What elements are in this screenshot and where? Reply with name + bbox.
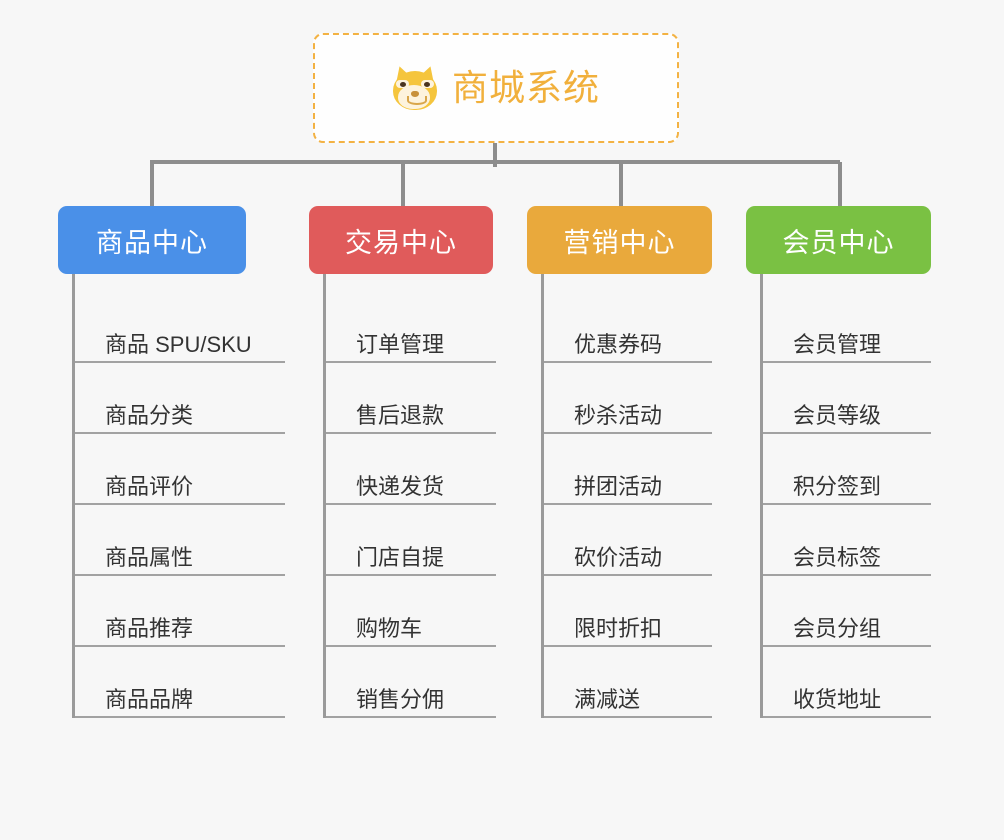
leaf-label: 商品评价 xyxy=(105,473,194,499)
leaf-label: 商品 SPU/SKU xyxy=(105,331,252,357)
leaf-item[interactable]: 销售分佣 xyxy=(326,647,496,718)
category-header-label: 商品中心 xyxy=(96,227,208,258)
leaf-label: 秒杀活动 xyxy=(574,402,663,428)
root-title: 商城系统 xyxy=(451,67,600,108)
leaf-label: 门店自提 xyxy=(356,544,445,570)
category-header-label: 会员中心 xyxy=(782,227,895,258)
category-header-0[interactable]: 商品中心 xyxy=(58,206,246,274)
category-header-3[interactable]: 会员中心 xyxy=(746,206,931,274)
leaf-item[interactable]: 拼团活动 xyxy=(544,434,712,505)
leaf-label: 商品品牌 xyxy=(105,686,194,712)
connector-horizontal-bus xyxy=(150,160,840,164)
connector-drop-2 xyxy=(619,162,623,206)
leaf-label: 满减送 xyxy=(574,686,641,712)
leaf-label: 商品属性 xyxy=(105,544,194,570)
category-header-2[interactable]: 营销中心 xyxy=(527,206,712,274)
leaf-item[interactable]: 秒杀活动 xyxy=(544,363,712,434)
leaf-item[interactable]: 优惠券码 xyxy=(544,292,712,363)
branch-column-0: 商品中心 商品 SPU/SKU 商品分类 商品评价 商品属性 商品推荐 商品品牌 xyxy=(58,206,285,718)
branch-column-3: 会员中心 会员管理 会员等级 积分签到 会员标签 会员分组 收货地址 xyxy=(746,206,931,718)
leaf-label: 商品推荐 xyxy=(105,615,194,641)
leaf-item[interactable]: 砍价活动 xyxy=(544,505,712,576)
category-header-label: 营销中心 xyxy=(563,227,676,258)
leaf-label: 售后退款 xyxy=(356,402,445,428)
leaf-label: 商品分类 xyxy=(105,402,194,428)
leaf-label: 积分签到 xyxy=(793,473,882,499)
connector-drop-3 xyxy=(838,162,842,206)
leaf-item[interactable]: 限时折扣 xyxy=(544,576,712,647)
leaf-list-3: 会员管理 会员等级 积分签到 会员标签 会员分组 收货地址 xyxy=(760,274,931,718)
category-header-label: 交易中心 xyxy=(345,227,457,258)
leaf-item[interactable]: 积分签到 xyxy=(763,434,931,505)
branch-column-1: 交易中心 订单管理 售后退款 快递发货 门店自提 购物车 销售分佣 xyxy=(309,206,496,718)
leaf-label: 会员分组 xyxy=(793,615,882,641)
leaf-label: 订单管理 xyxy=(356,331,445,357)
leaf-label: 销售分佣 xyxy=(356,686,445,712)
shiba-dog-icon xyxy=(390,63,440,110)
leaf-item[interactable]: 商品评价 xyxy=(75,434,285,505)
branch-column-2: 营销中心 优惠券码 秒杀活动 拼团活动 砍价活动 限时折扣 满减送 xyxy=(527,206,712,718)
leaf-item[interactable]: 收货地址 xyxy=(763,647,931,718)
leaf-item[interactable]: 门店自提 xyxy=(326,505,496,576)
leaf-list-1: 订单管理 售后退款 快递发货 门店自提 购物车 销售分佣 xyxy=(323,274,496,718)
leaf-item[interactable]: 商品推荐 xyxy=(75,576,285,647)
leaf-label: 限时折扣 xyxy=(574,615,663,641)
connector-drop-0 xyxy=(150,162,154,206)
leaf-item[interactable]: 商品品牌 xyxy=(75,647,285,718)
root-node[interactable]: 商城系统 xyxy=(313,33,679,143)
leaf-label: 收货地址 xyxy=(793,686,882,712)
leaf-item[interactable]: 会员分组 xyxy=(763,576,931,647)
connector-drop-1 xyxy=(401,162,405,206)
leaf-item[interactable]: 会员标签 xyxy=(763,505,931,576)
leaf-item[interactable]: 商品 SPU/SKU xyxy=(75,292,285,363)
leaf-label: 购物车 xyxy=(356,615,423,641)
leaf-item[interactable]: 商品属性 xyxy=(75,505,285,576)
category-header-1[interactable]: 交易中心 xyxy=(309,206,493,274)
leaf-label: 会员等级 xyxy=(793,402,882,428)
leaf-item[interactable]: 满减送 xyxy=(544,647,712,718)
leaf-label: 快递发货 xyxy=(356,473,445,499)
leaf-item[interactable]: 购物车 xyxy=(326,576,496,647)
leaf-item[interactable]: 会员等级 xyxy=(763,363,931,434)
leaf-label: 拼团活动 xyxy=(574,473,663,499)
leaf-label: 会员管理 xyxy=(793,331,882,357)
leaf-item[interactable]: 售后退款 xyxy=(326,363,496,434)
leaf-label: 优惠券码 xyxy=(574,331,663,357)
leaf-label: 砍价活动 xyxy=(574,544,663,570)
leaf-item[interactable]: 商品分类 xyxy=(75,363,285,434)
leaf-item[interactable]: 快递发货 xyxy=(326,434,496,505)
leaf-label: 会员标签 xyxy=(793,544,882,570)
connector-root-stem xyxy=(493,143,497,167)
leaf-item[interactable]: 会员管理 xyxy=(763,292,931,363)
leaf-item[interactable]: 订单管理 xyxy=(326,292,496,363)
leaf-list-0: 商品 SPU/SKU 商品分类 商品评价 商品属性 商品推荐 商品品牌 xyxy=(72,274,285,718)
leaf-list-2: 优惠券码 秒杀活动 拼团活动 砍价活动 限时折扣 满减送 xyxy=(541,274,712,718)
